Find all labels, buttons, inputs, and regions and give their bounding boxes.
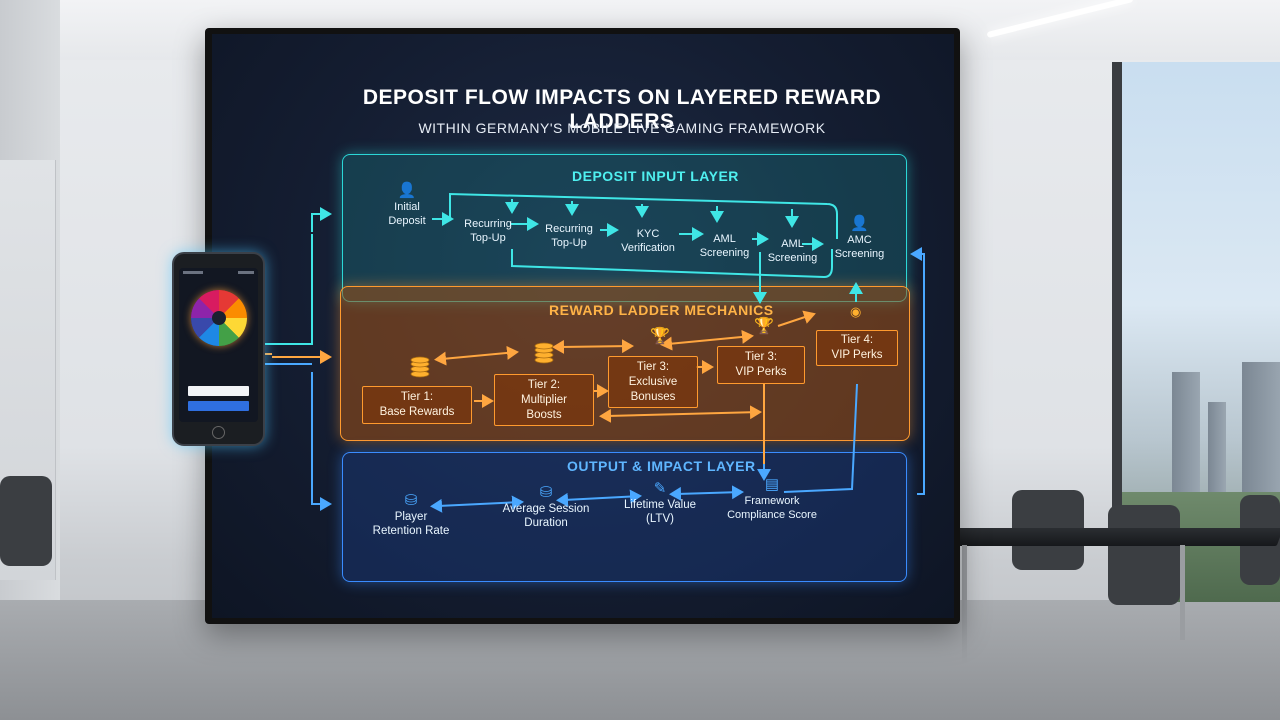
tier-line: Tier 1:	[400, 391, 434, 403]
user-check-icon: 👤	[850, 215, 869, 232]
phone-screen	[179, 268, 258, 422]
user-icon: 👤	[397, 182, 417, 199]
phone-deposit-button	[188, 401, 249, 411]
node-line: AML	[713, 233, 736, 245]
phone-status-bar	[183, 271, 254, 274]
diagram-subtitle: WITHIN GERMANY'S MOBILE LIVE GAMING FRAM…	[418, 120, 826, 136]
output-impact-layer	[342, 452, 907, 582]
input-layer-label: DEPOSIT INPUT LAYER	[572, 168, 739, 184]
coin-stack-icon	[534, 342, 554, 364]
node-line: Lifetime Value	[623, 499, 697, 511]
node-line: Initial	[394, 201, 420, 213]
smartphone	[172, 252, 265, 446]
node-kyc-verification: KYC Verification	[617, 227, 679, 255]
node-line: Screening	[834, 248, 885, 260]
node-average-session-duration: ⛁ Average Session Duration	[500, 484, 592, 530]
tier-1-base-rewards: Tier 1: Base Rewards	[362, 386, 472, 424]
tier-line: Tier 3:	[744, 351, 778, 363]
tier-line: Boosts	[526, 408, 562, 421]
tier-line: VIP Perks	[735, 366, 787, 378]
node-line: Top-Up	[551, 237, 587, 249]
award-icon: ◉	[850, 304, 862, 319]
coin-stack-icon: ⛁	[404, 492, 418, 509]
node-line: AMC	[847, 234, 872, 246]
phone-home-button	[212, 426, 225, 439]
node-line: Framework	[744, 495, 800, 507]
tier-3-exclusive-bonuses: Tier 3: Exclusive Bonuses	[608, 356, 698, 408]
node-line: Recurring	[464, 218, 512, 230]
wheel-hub	[212, 311, 226, 325]
tier-line: Tier 2:	[527, 378, 561, 391]
output-layer-label: OUTPUT & IMPACT LAYER	[567, 458, 756, 474]
node-lifetime-value: ✎ Lifetime Value (LTV)	[622, 480, 698, 526]
tier-line: Exclusive	[628, 375, 678, 388]
table-leg	[1180, 545, 1185, 640]
node-line: (LTV)	[646, 513, 674, 525]
office-chair	[1108, 505, 1180, 605]
node-line: Verification	[621, 242, 675, 254]
conference-table	[928, 528, 1280, 546]
document-icon: ▤	[764, 476, 780, 493]
tier-line: Tier 4:	[840, 334, 874, 346]
trophy-icon: 🏆	[754, 318, 774, 335]
diagram-screen: DEPOSIT FLOW IMPACTS ON LAYERED REWARD L…	[212, 34, 954, 618]
node-line: Compliance Score	[727, 509, 817, 521]
node-line: Duration	[524, 517, 568, 529]
node-line: Screening	[699, 247, 750, 259]
node-initial-deposit: 👤 Initial Deposit	[372, 182, 442, 228]
node-line: Recurring	[545, 223, 593, 235]
node-line: AML	[781, 238, 804, 250]
tier-2-multiplier-boosts: Tier 2: Multiplier Boosts	[494, 374, 594, 426]
node-line: Retention Rate	[372, 525, 450, 537]
tag-icon: ✎	[653, 480, 667, 497]
node-line: Player	[394, 511, 428, 523]
node-line: Top-Up	[470, 232, 506, 244]
tier-line: Tier 3:	[636, 360, 670, 373]
phone-amount-field	[188, 386, 249, 396]
coin-stack-icon: ⛁	[539, 484, 553, 501]
node-line: Screening	[767, 252, 818, 264]
node-framework-compliance-score: ▤ Framework Compliance Score	[727, 476, 817, 522]
tier-line: VIP Perks	[831, 349, 883, 361]
diagram-title: DEPOSIT FLOW IMPACTS ON LAYERED REWARD L…	[362, 86, 882, 133]
flow-arrows	[264, 192, 925, 513]
office-chair	[0, 476, 52, 566]
node-player-retention-rate: ⛁ Player Retention Rate	[370, 492, 452, 538]
tier-line: Bonuses	[630, 390, 676, 403]
spin-wheel	[191, 290, 247, 346]
trophy-icon: 🏆	[650, 328, 670, 345]
node-aml-screening-1: AML Screening	[697, 232, 752, 260]
tier-3-vip-perks: Tier 3: VIP Perks	[717, 346, 805, 384]
reward-layer-label: REWARD LADDER MECHANICS	[549, 302, 774, 318]
tier-4-vip-perks: Tier 4: VIP Perks	[816, 330, 898, 366]
coin-stack-icon	[410, 356, 430, 378]
node-recurring-topup-1: Recurring Top-Up	[457, 217, 519, 245]
table-leg	[962, 545, 967, 665]
tier-line: Multiplier	[520, 393, 567, 406]
node-recurring-topup-2: Recurring Top-Up	[538, 222, 600, 250]
node-aml-screening-2: AML Screening	[765, 237, 820, 265]
tier-line: Base Rewards	[379, 406, 455, 418]
node-amc-screening: 👤 AMC Screening	[832, 215, 887, 261]
node-line: Average Session	[502, 503, 590, 515]
node-line: KYC	[636, 228, 660, 240]
node-line: Deposit	[388, 215, 426, 227]
